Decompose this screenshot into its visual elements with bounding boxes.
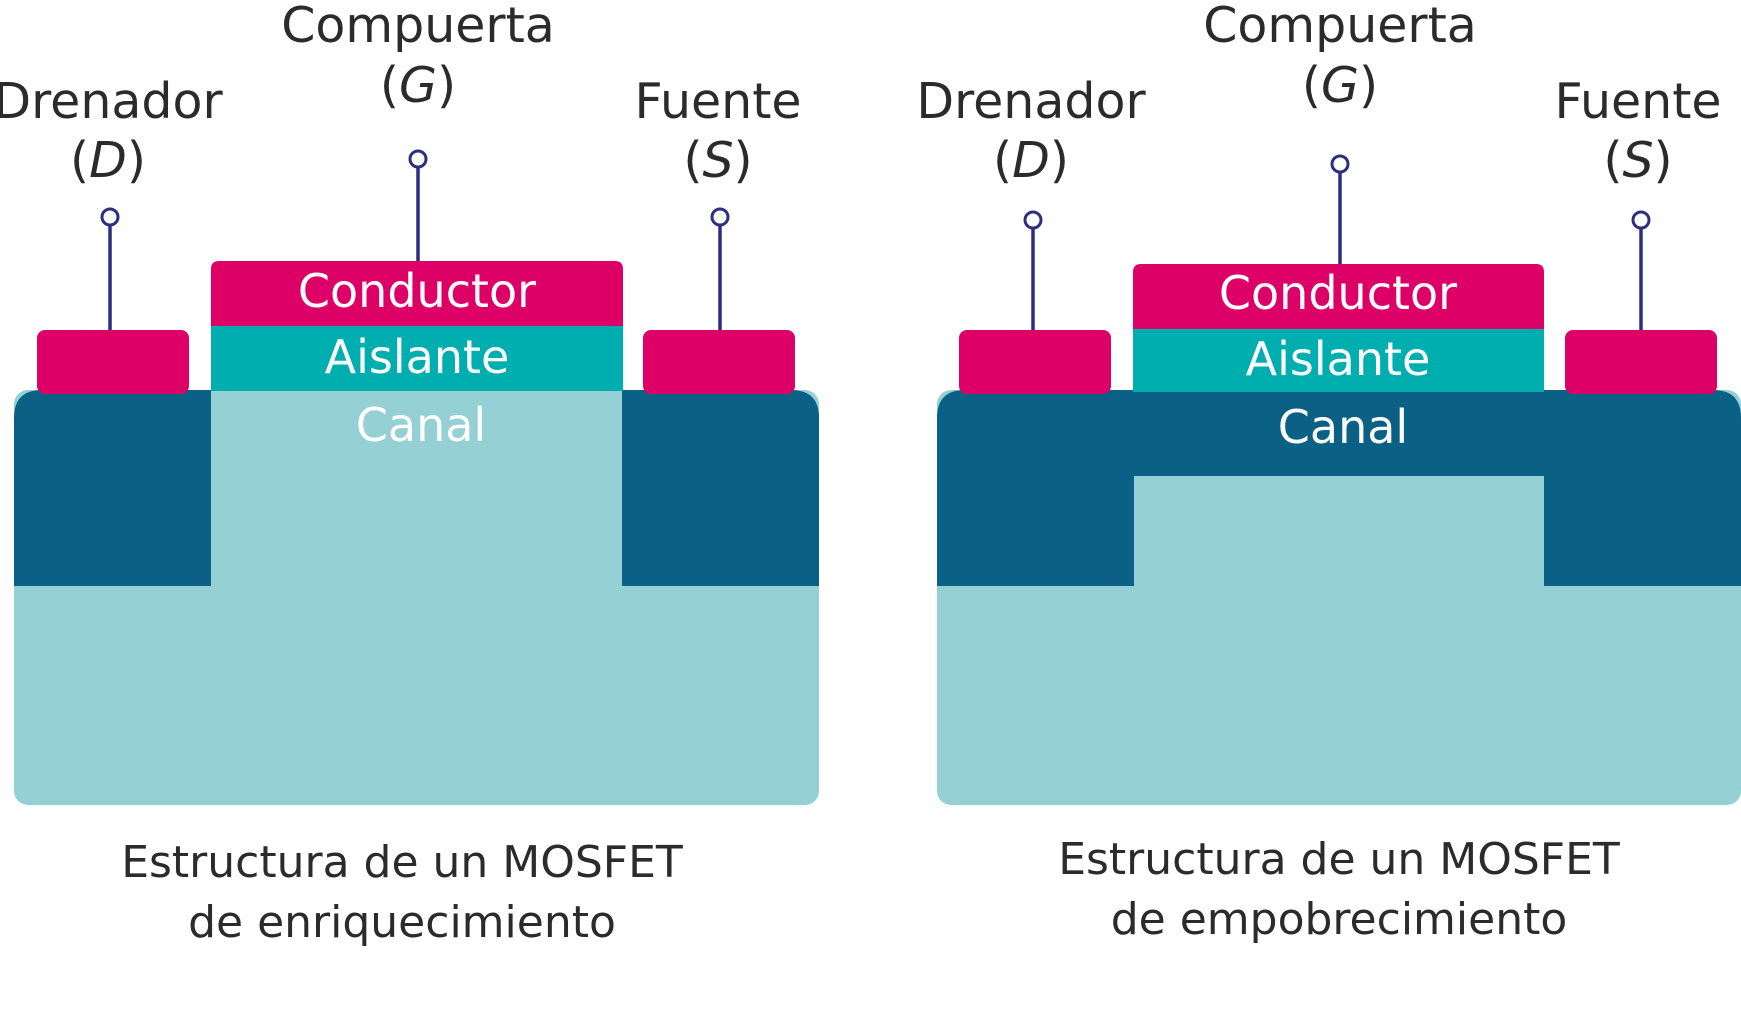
substrate-body bbox=[937, 390, 1741, 805]
gate-name: Compuerta bbox=[281, 0, 555, 54]
drain-symbol: (D) bbox=[70, 132, 146, 189]
channel-label: Canal bbox=[356, 398, 486, 452]
gate-conductor bbox=[1133, 264, 1544, 329]
insulator-label: Aislante bbox=[325, 330, 510, 384]
doped-channel-region bbox=[937, 390, 1741, 586]
channel-label: Canal bbox=[1278, 400, 1408, 454]
caption-line-1: Estructura de un MOSFET bbox=[121, 837, 683, 888]
mosfet-depletion-diagram: Conductor Aislante Canal Drenador (D) Co… bbox=[916, 0, 1741, 945]
drain-terminal-icon bbox=[1023, 210, 1043, 230]
gate-symbol: (G) bbox=[1302, 57, 1378, 114]
gate-insulator bbox=[1133, 328, 1544, 392]
caption-line-2: de empobrecimiento bbox=[1111, 894, 1568, 945]
conductor-label: Conductor bbox=[298, 264, 536, 318]
gate-terminal-icon bbox=[408, 149, 428, 169]
source-contact bbox=[1565, 330, 1717, 394]
mosfet-enhancement-diagram: Conductor Aislante Canal Drenador (D) Co… bbox=[0, 0, 819, 948]
drain-contact bbox=[37, 330, 189, 394]
source-name: Fuente bbox=[1554, 73, 1721, 130]
drain-terminal-icon bbox=[100, 207, 120, 227]
source-name: Fuente bbox=[634, 73, 801, 130]
caption-line-1: Estructura de un MOSFET bbox=[1058, 834, 1620, 885]
gate-insulator bbox=[211, 325, 623, 391]
source-contact bbox=[643, 330, 795, 394]
gate-terminal-icon bbox=[1330, 154, 1350, 174]
caption-line-2: de enriquecimiento bbox=[188, 897, 616, 948]
source-doped-region bbox=[622, 390, 819, 586]
drain-name: Drenador bbox=[916, 73, 1146, 130]
insulator-label: Aislante bbox=[1246, 332, 1431, 386]
source-symbol: (S) bbox=[683, 132, 752, 189]
drain-name: Drenador bbox=[0, 73, 223, 130]
drain-doped-region bbox=[14, 390, 211, 586]
conductor-label: Conductor bbox=[1219, 266, 1457, 320]
gate-name: Compuerta bbox=[1203, 0, 1477, 54]
drain-contact bbox=[959, 330, 1111, 394]
source-terminal-icon bbox=[710, 207, 730, 227]
gate-conductor bbox=[211, 261, 623, 326]
substrate-body bbox=[14, 390, 819, 805]
drain-symbol: (D) bbox=[993, 132, 1069, 189]
source-symbol: (S) bbox=[1603, 132, 1672, 189]
gate-symbol: (G) bbox=[380, 57, 456, 114]
source-terminal-icon bbox=[1631, 210, 1651, 230]
